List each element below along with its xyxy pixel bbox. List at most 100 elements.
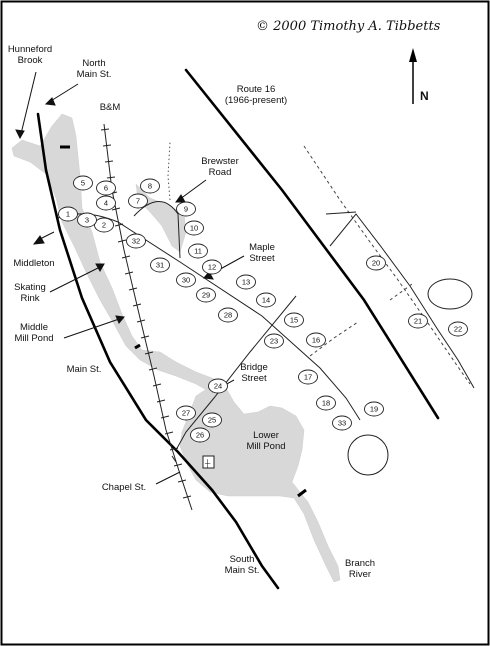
site-marker-outline xyxy=(188,243,208,259)
site-marker-number: 7 xyxy=(136,197,140,206)
site-marker-31: 31 xyxy=(150,257,170,273)
site-marker-number: 12 xyxy=(208,263,216,272)
label-line: Middle xyxy=(20,322,48,333)
main-street-road xyxy=(36,112,280,590)
site-marker-9: 9 xyxy=(176,201,196,217)
label-line: Maple xyxy=(249,242,275,253)
site-marker-number: 11 xyxy=(194,247,202,256)
site-marker-outline xyxy=(126,233,146,249)
route-16-road xyxy=(184,68,440,420)
label-line: Mill Pond xyxy=(246,441,285,452)
sand-pit-circle xyxy=(347,434,389,476)
label-line: South xyxy=(230,554,255,565)
site-marker-4: 4 xyxy=(96,195,116,211)
east-cross-road-dashed-2 xyxy=(389,283,413,301)
label-line: Skating xyxy=(14,282,46,293)
copyright-text: © 2000 Timothy A. Tibbetts xyxy=(256,19,441,34)
site-marker-number: 29 xyxy=(202,291,210,300)
lower-mill-pond xyxy=(179,383,341,583)
old-ball-diamond-ellipse xyxy=(427,278,473,310)
site-marker-number: 23 xyxy=(270,337,278,346)
label-line: Bridge xyxy=(240,362,267,373)
site-marker-outline xyxy=(150,257,170,273)
leader-lines xyxy=(15,71,245,485)
site-marker-13: 13 xyxy=(236,274,256,290)
site-marker-number: 9 xyxy=(184,205,188,214)
site-marker-number: 22 xyxy=(454,325,462,334)
site-marker-outline xyxy=(366,255,386,271)
site-marker-7: 7 xyxy=(128,193,148,209)
site-marker-outline xyxy=(264,333,284,349)
site-marker-outline xyxy=(176,272,196,288)
brewster-road xyxy=(133,201,181,259)
site-marker-30: 30 xyxy=(176,272,196,288)
label-line: Brook xyxy=(18,55,43,66)
site-marker-number: 10 xyxy=(190,224,198,233)
site-marker-number: 26 xyxy=(196,431,204,440)
site-marker-outline xyxy=(196,287,216,303)
site-marker-18: 18 xyxy=(316,395,336,411)
label-line: Main St. xyxy=(67,364,102,375)
site-marker-outline xyxy=(96,195,116,211)
site-marker-outline xyxy=(190,427,210,443)
label-line: Rink xyxy=(20,293,39,304)
label-line: Lower xyxy=(253,430,279,441)
site-marker-outline xyxy=(176,201,196,217)
bridge-street-road xyxy=(175,295,297,451)
site-marker-outline xyxy=(202,259,222,275)
site-marker-outline xyxy=(184,220,204,236)
site-marker-outline xyxy=(448,321,468,337)
church-marker xyxy=(202,455,215,469)
label-line: Chapel St. xyxy=(102,482,146,493)
site-marker-16: 16 xyxy=(306,332,326,348)
site-marker-outline xyxy=(140,178,160,194)
site-marker-27: 27 xyxy=(176,405,196,421)
site-marker-number: 14 xyxy=(262,296,270,305)
label-chapel: Chapel St. xyxy=(102,482,146,493)
site-marker-outline xyxy=(408,313,428,329)
site-marker-26: 26 xyxy=(190,427,210,443)
site-marker-number: 31 xyxy=(156,261,164,270)
label-line: Road xyxy=(209,167,232,178)
site-marker-outline xyxy=(284,312,304,328)
label-line: Route 16 xyxy=(237,84,276,95)
bridge-markers xyxy=(60,145,307,498)
chapel-street-road xyxy=(171,455,177,463)
east-road xyxy=(325,211,357,215)
site-marker-21: 21 xyxy=(408,313,428,329)
brewster-road-trail xyxy=(167,141,171,201)
site-marker-outline xyxy=(94,217,114,233)
label-line: Street xyxy=(241,373,267,384)
label-line: Main St. xyxy=(77,69,112,80)
site-marker-23: 23 xyxy=(264,333,284,349)
site-marker-22: 22 xyxy=(448,321,468,337)
label-line: Mill Pond xyxy=(14,333,53,344)
site-marker-1: 1 xyxy=(58,206,78,222)
label-middleton: Middleton xyxy=(13,258,54,269)
site-marker-number: 17 xyxy=(304,373,312,382)
site-marker-outline xyxy=(256,292,276,308)
site-marker-25: 25 xyxy=(202,412,222,428)
site-marker-number: 20 xyxy=(372,259,380,268)
site-marker-32: 32 xyxy=(126,233,146,249)
site-marker-number: 5 xyxy=(81,179,85,188)
site-marker-14: 14 xyxy=(256,292,276,308)
site-marker-3: 3 xyxy=(77,212,97,228)
site-marker-24: 24 xyxy=(208,378,228,394)
site-marker-outline xyxy=(96,180,116,196)
site-marker-15: 15 xyxy=(284,312,304,328)
east-cross-road-dashed xyxy=(309,321,359,357)
label-line: B&M xyxy=(100,102,121,113)
label-line: Brewster xyxy=(201,156,238,167)
site-marker-number: 4 xyxy=(104,199,108,208)
site-marker-17: 17 xyxy=(298,369,318,385)
site-marker-number: 15 xyxy=(290,316,298,325)
